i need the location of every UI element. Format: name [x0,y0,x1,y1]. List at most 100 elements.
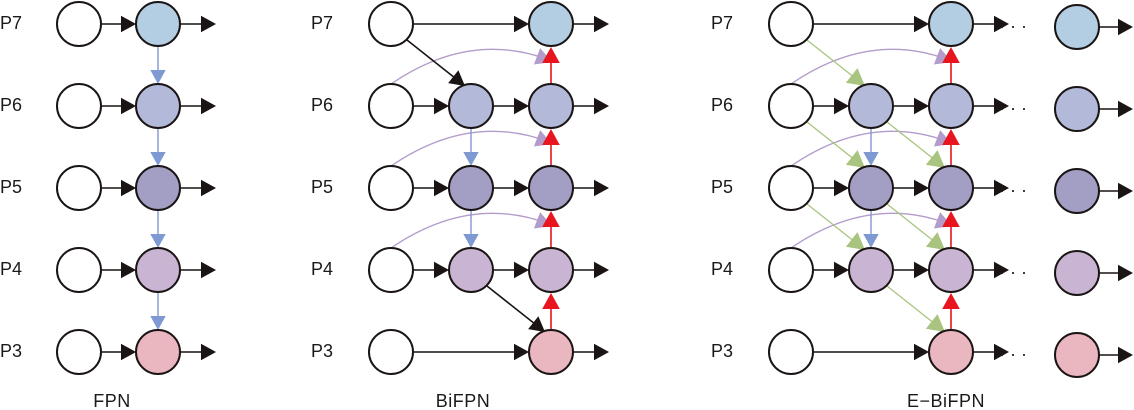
bifpn-bottomup-arrow-p5-head [542,129,560,145]
ebifpn-repeat-node-p5 [1054,168,1100,214]
bifpn-bottomup-arrow-p3-head [542,293,560,309]
ebifpn-output-node-p4 [928,247,974,293]
bifpn-out-arrow-p4-head [594,261,609,279]
bifpn-out-arrow-p7-head [594,15,609,33]
fpn-topdown-arrow-p5-head [150,234,166,248]
ebifpn-repeat-out-arrow-p7-head [1118,18,1133,36]
bifpn-input-node-p6 [368,83,414,129]
panel-title-bifpn: BiFPN [436,391,491,410]
bifpn-lateral-mid-p6-head [514,97,529,115]
ebifpn-repeat-node-p4 [1054,250,1100,296]
bifpn-level-label-p5: P5 [311,177,333,197]
ebifpn-mid-node-p6 [848,83,894,129]
ebifpn-repeat-out-arrow-p6-head [1118,100,1133,118]
bifpn-p7-to-mid-p6 [406,39,457,80]
bifpn-lateral-direct-p3-head [514,343,529,361]
ebifpn-green-mid-p5-out-p4-head [925,232,945,250]
fpn-out-arrow-p6-head [201,97,216,115]
ebifpn-level-label-p7: P7 [711,13,733,33]
fpn-lateral-arrow-p7-head [121,15,136,33]
fpn-output-node-p7 [135,1,181,47]
ebifpn-ellipsis-p6: · · · [999,98,1027,118]
fpn-input-node-p3 [56,329,102,375]
ebifpn-ellipsis-p3: · · · [999,344,1027,364]
bifpn-bottomup-arrow-p4-head [542,211,560,227]
ebifpn-input-node-p4 [768,247,814,293]
ebifpn-input-node-p6 [768,83,814,129]
bifpn-input-node-p3 [368,329,414,375]
ebifpn-output-node-p7 [928,1,974,47]
ebifpn-repeat-out-arrow-p4-head [1118,264,1133,282]
bifpn-mid-node-p6 [448,83,494,129]
fpn-topdown-arrow-p4-head [150,316,166,330]
fpn-output-node-p4 [135,247,181,293]
fpn-lateral-arrow-p6-head [121,97,136,115]
ebifpn-green-mid-p5-out-p4 [886,203,935,243]
panel-title-fpn: FPN [93,391,131,410]
ebifpn-green-in-p5-mid-p4-head [845,232,865,250]
bifpn-output-node-p4 [528,247,574,293]
ebifpn-level-label-p6: P6 [711,95,733,115]
ebifpn-lateral-direct-p7-head [914,15,929,33]
bifpn-topdown-p6-p5-head [463,152,479,166]
ebifpn-ellipsis-p5: · · · [999,180,1027,200]
bifpn-out-arrow-p3-head [594,343,609,361]
bifpn-bottomup-arrow-p6-head [542,47,560,63]
fpn-lateral-arrow-p3-head [121,343,136,361]
ebifpn-repeat-node-p6 [1054,86,1100,132]
bifpn-level-label-p6: P6 [311,95,333,115]
fpn-out-arrow-p7-head [201,15,216,33]
fpn-out-arrow-p3-head [201,343,216,361]
ebifpn-lateral-in-p4-head [834,261,849,279]
fpn-topdown-arrow-p6-head [150,152,166,166]
ebifpn-output-node-p5 [928,165,974,211]
ebifpn-green-mid-p4-out-p3-head [925,314,945,332]
ebifpn-mid-node-p5 [848,165,894,211]
bifpn-input-node-p7 [368,1,414,47]
bifpn-mid-p4-to-p3-head [528,316,545,332]
ebifpn-green-mid-p4-out-p3 [886,285,935,325]
ebifpn-green-in-p6-mid-p5 [806,121,855,161]
ebifpn-skip-arc-p5 [790,130,950,167]
bifpn-lateral-in-p6-head [434,97,449,115]
bifpn-output-node-p6 [528,83,574,129]
ebifpn-level-label-p3: P3 [711,341,733,361]
ebifpn-lateral-direct-p3-head [914,343,929,361]
ebifpn-repeat-out-arrow-p3-head [1118,346,1133,364]
bifpn-mid-node-p4 [448,247,494,293]
ebifpn-out-arrow-p6-head [994,97,1009,115]
fpn-out-arrow-p5-head [201,179,216,197]
ebifpn-ellipsis-p7: · · · [999,16,1027,36]
ebifpn-output-node-p3 [928,329,974,375]
ebifpn-green-mid-p6-out-p5 [886,121,935,161]
ebifpn-repeat-node-p3 [1054,332,1100,378]
bifpn-skip-arc-p6 [390,48,550,85]
ebifpn-bottomup-arrow-p3-head [942,293,960,309]
fpn-input-node-p6 [56,83,102,129]
bifpn-skip-arc-p5 [390,130,550,167]
ebifpn-lateral-in-p6-head [834,97,849,115]
ebifpn-output-node-p6 [928,83,974,129]
bifpn-output-node-p7 [528,1,574,47]
fpn-input-node-p5 [56,165,102,211]
ebifpn-lateral-in-p5-head [834,179,849,197]
ebifpn-green-in-p5-mid-p4 [806,203,855,243]
ebifpn-repeat-out-arrow-p5-head [1118,182,1133,200]
bifpn-lateral-in-p5-head [434,179,449,197]
bifpn-level-label-p4: P4 [311,259,333,279]
bifpn-level-label-p7: P7 [311,13,333,33]
bifpn-p7-to-mid-p6-head [448,70,465,86]
ebifpn-green-in-p6-mid-p5-head [845,150,865,168]
fpn-out-arrow-p4-head [201,261,216,279]
level-label-p7: P7 [0,13,22,33]
bifpn-lateral-mid-p4-head [514,261,529,279]
ebifpn-lateral-mid-p4-head [914,261,929,279]
bifpn-input-node-p5 [368,165,414,211]
fpn-input-node-p7 [56,1,102,47]
bifpn-level-label-p3: P3 [311,341,333,361]
ebifpn-ellipsis-p4: · · · [999,262,1027,282]
level-label-p6: P6 [0,95,22,115]
ebifpn-topdown-p6-p5-head [863,152,879,166]
panel-title-ebifpn: E−BiFPN [907,391,985,410]
